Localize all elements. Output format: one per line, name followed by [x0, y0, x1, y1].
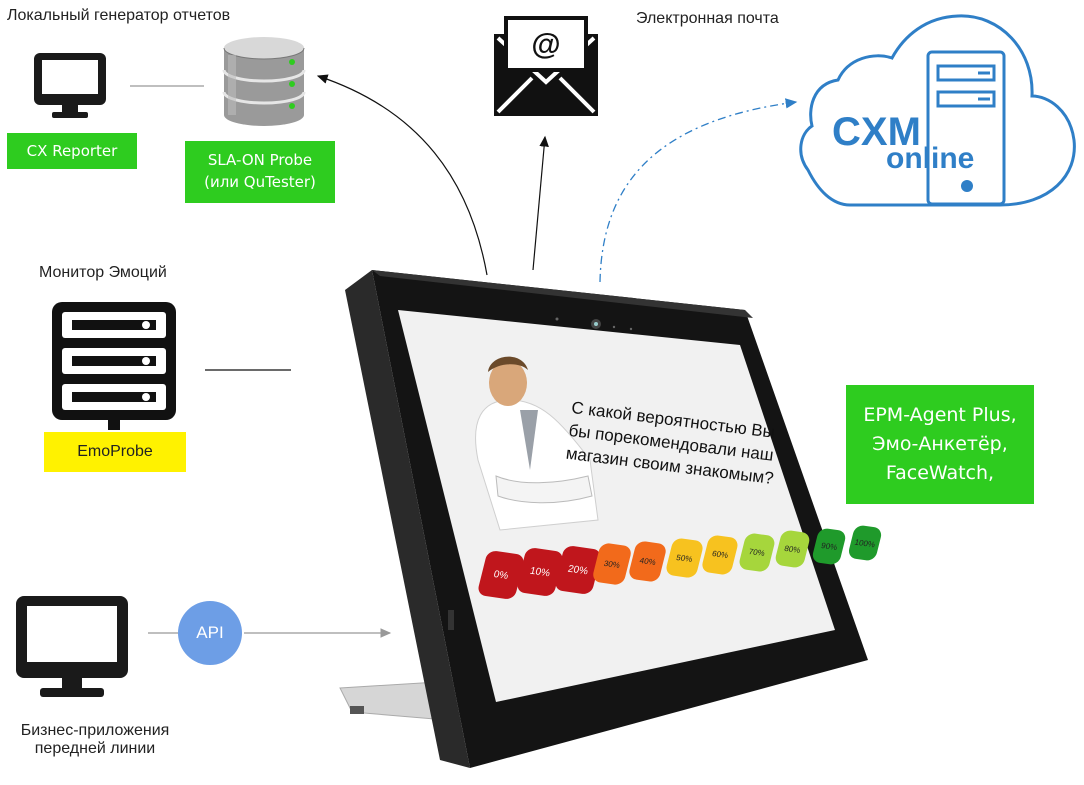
api-circle: API: [178, 601, 242, 665]
business-apps-caption: Бизнес-приложения передней линии: [0, 722, 190, 758]
agents-line2: Эмо-Анкетёр,: [872, 433, 1008, 455]
arrow-to-email: [532, 135, 549, 271]
emoprobe-box: EmoProbe: [44, 432, 186, 472]
agents-line1: EPM-Agent Plus,: [863, 404, 1017, 426]
agents-line3: FaceWatch,: [885, 462, 995, 484]
business-apps-line2: передней линии: [34, 740, 156, 757]
email-at-symbol: @: [531, 28, 561, 61]
email-caption: Электронная почта: [636, 10, 779, 27]
business-apps-line1: Бизнес-приложения: [20, 722, 170, 739]
sla-probe-line2: (или QuTester): [204, 173, 316, 191]
arrow-to-probe: [316, 74, 488, 276]
arrow-to-cloud: [599, 98, 798, 283]
emotion-monitor-caption: Монитор Эмоций: [39, 264, 167, 281]
sla-probe-line1: SLA-ON Probe: [207, 151, 313, 169]
sla-probe-box: SLA-ON Probe (или QuTester): [185, 141, 335, 203]
cloud-brand-top: CXM: [832, 110, 921, 154]
cloud-brand-bottom: online: [886, 142, 975, 175]
local-generator-caption: Локальный генератор отчетов: [7, 7, 231, 24]
cx-reporter-box: CX Reporter: [7, 133, 137, 169]
agents-box: EPM-Agent Plus, Эмо-Анкетёр, FaceWatch,: [846, 385, 1034, 504]
